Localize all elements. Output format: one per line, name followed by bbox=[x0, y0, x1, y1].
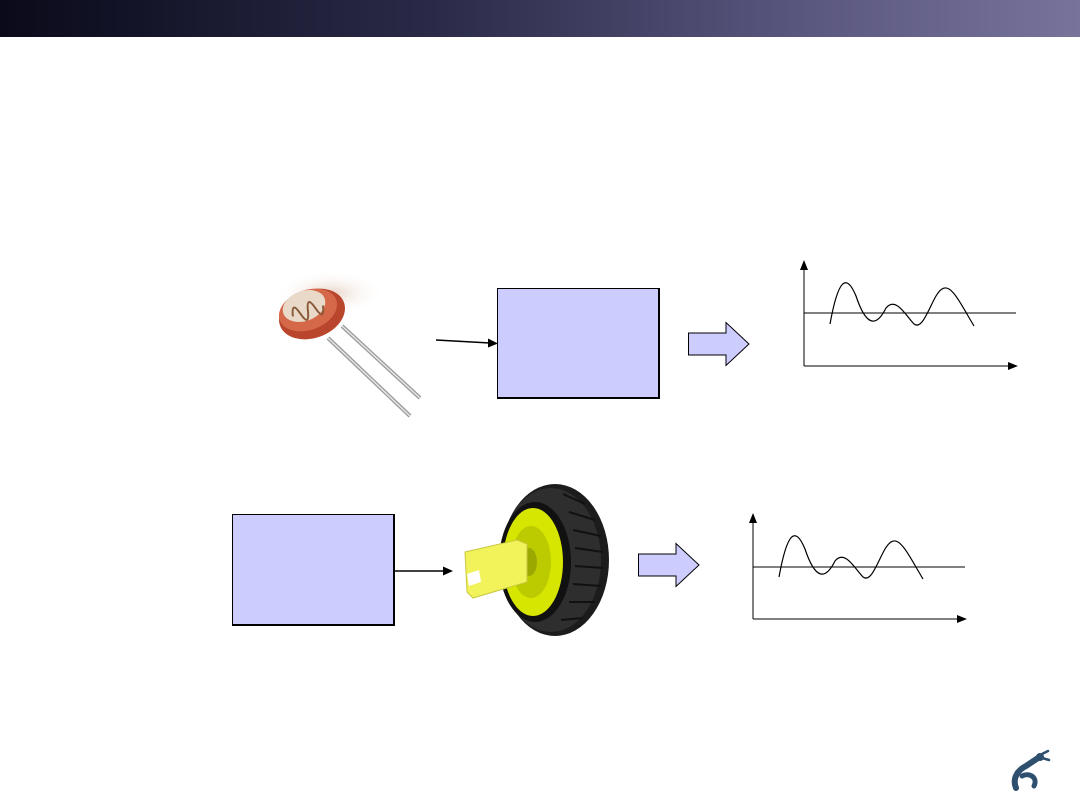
x-axis-arrowhead bbox=[1008, 362, 1018, 370]
signal-graph bbox=[749, 513, 967, 623]
x-axis-arrowhead bbox=[957, 615, 967, 623]
control-block bbox=[232, 514, 395, 626]
processing-block bbox=[497, 288, 660, 399]
block-arrow-right bbox=[688, 321, 750, 367]
y-axis-arrowhead bbox=[800, 260, 808, 270]
signal-curve bbox=[778, 535, 924, 580]
photoresistor-image bbox=[275, 271, 422, 418]
output-arrow bbox=[395, 566, 453, 576]
signal-curve bbox=[829, 282, 975, 327]
block-arrow-right bbox=[638, 542, 700, 588]
input-arrow bbox=[435, 338, 498, 348]
slide-title-bar bbox=[0, 0, 1080, 37]
motor-wheel-image bbox=[464, 484, 609, 636]
y-axis-arrowhead bbox=[749, 513, 757, 523]
robot-arm-icon bbox=[1011, 749, 1051, 791]
signal-graph bbox=[800, 260, 1018, 370]
